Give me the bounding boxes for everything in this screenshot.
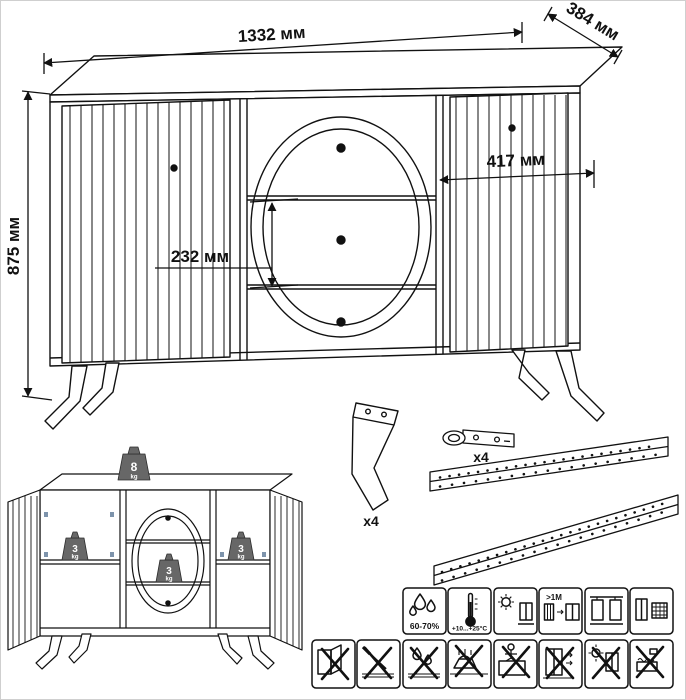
leg-front-left — [44, 365, 88, 430]
open-left-door — [7, 489, 41, 651]
shelf-pins — [44, 512, 266, 557]
right-door — [449, 92, 569, 353]
load-weights: 8 kg 3 kg 3 kg 3 kg — [61, 446, 255, 583]
humidity-label: 60-70% — [410, 621, 440, 631]
no-dragging-icon — [538, 639, 583, 689]
drawer-knob-middle — [336, 235, 346, 245]
cabinet-legs — [44, 349, 605, 430]
care-icons-row1: 60-70% +10...+25°C >1M — [402, 587, 674, 635]
weight-top-unit: kg — [130, 475, 137, 481]
ventilation-icon — [629, 587, 674, 635]
no-liquids-icon — [402, 639, 447, 689]
no-aggressive-cleaning-icon — [629, 639, 674, 689]
no-sharp-objects-icon — [356, 639, 401, 689]
weight-top: 8 kg — [117, 446, 151, 481]
radiator-distance-icon: >1M — [538, 587, 583, 635]
humidity-drops-icon: 60-70% — [402, 587, 447, 635]
weight-left-value: 3 — [72, 544, 78, 555]
dim-width-arrow — [43, 27, 523, 68]
dim-inner-width-label: 417 мм — [486, 150, 545, 172]
hinge-qty-label: x4 — [473, 449, 489, 465]
weight-center-unit: kg — [165, 577, 172, 583]
no-hanging-on-door-icon — [311, 639, 356, 689]
drawer-knob-top — [336, 143, 346, 153]
dim-inner-width-arrow — [439, 168, 595, 185]
leg-front-right — [555, 350, 605, 422]
no-direct-sun-icon — [584, 639, 629, 689]
open-cabinet-legs — [35, 633, 275, 670]
weight-top-value: 8 — [131, 460, 138, 474]
drawer-slides-detail — [429, 436, 679, 586]
leg-back-left — [82, 362, 120, 416]
hinge-part-detail: x4 — [442, 429, 515, 465]
dimensions: 1332 мм 384 мм 875 мм 417 мм 232 мм — [4, 0, 623, 401]
weight-center: 3 kg — [155, 553, 183, 583]
drawer-slide-lower — [433, 494, 679, 586]
open-center-drawers — [126, 508, 210, 614]
oval-trim-outer — [250, 116, 432, 338]
weight-right-value: 3 — [238, 544, 244, 555]
dim-height-label: 875 мм — [4, 217, 23, 275]
dim-width-label: 1332 мм — [237, 23, 306, 46]
open-top-face — [39, 473, 293, 491]
left-door — [61, 99, 231, 364]
cabinet-open-view: 8 kg 3 kg 3 kg 3 kg — [7, 446, 303, 670]
leg-part-detail: x4 — [351, 402, 399, 529]
distance-label: >1M — [546, 593, 562, 602]
no-hot-items-icon — [447, 639, 492, 689]
weight-shelf-right: 3 kg — [227, 531, 255, 561]
leg-back-right — [511, 349, 550, 401]
open-right-door — [269, 489, 303, 651]
sun-cabinet-icon — [493, 587, 538, 635]
thermometer-icon: +10...+25°C — [447, 587, 492, 635]
wall-fixing-icon — [584, 587, 629, 635]
temperature-label: +10...+25°C — [452, 625, 488, 633]
dim-drawer-height-label: 232 мм — [171, 247, 229, 266]
weight-left-unit: kg — [71, 555, 78, 561]
dim-depth-arrow — [547, 13, 619, 58]
no-climbing-icon — [493, 639, 538, 689]
leg-qty-label: x4 — [363, 513, 379, 529]
weight-right-unit: kg — [237, 555, 244, 561]
weight-center-value: 3 — [166, 566, 172, 577]
left-door-knob — [170, 164, 178, 172]
drawer-slide-upper — [429, 436, 669, 492]
right-door-knob — [508, 124, 516, 132]
drawer-knob-bottom — [336, 317, 346, 327]
weight-shelf-left: 3 kg — [61, 531, 89, 561]
center-drawers — [247, 116, 436, 338]
care-icons-row2 — [311, 639, 674, 689]
